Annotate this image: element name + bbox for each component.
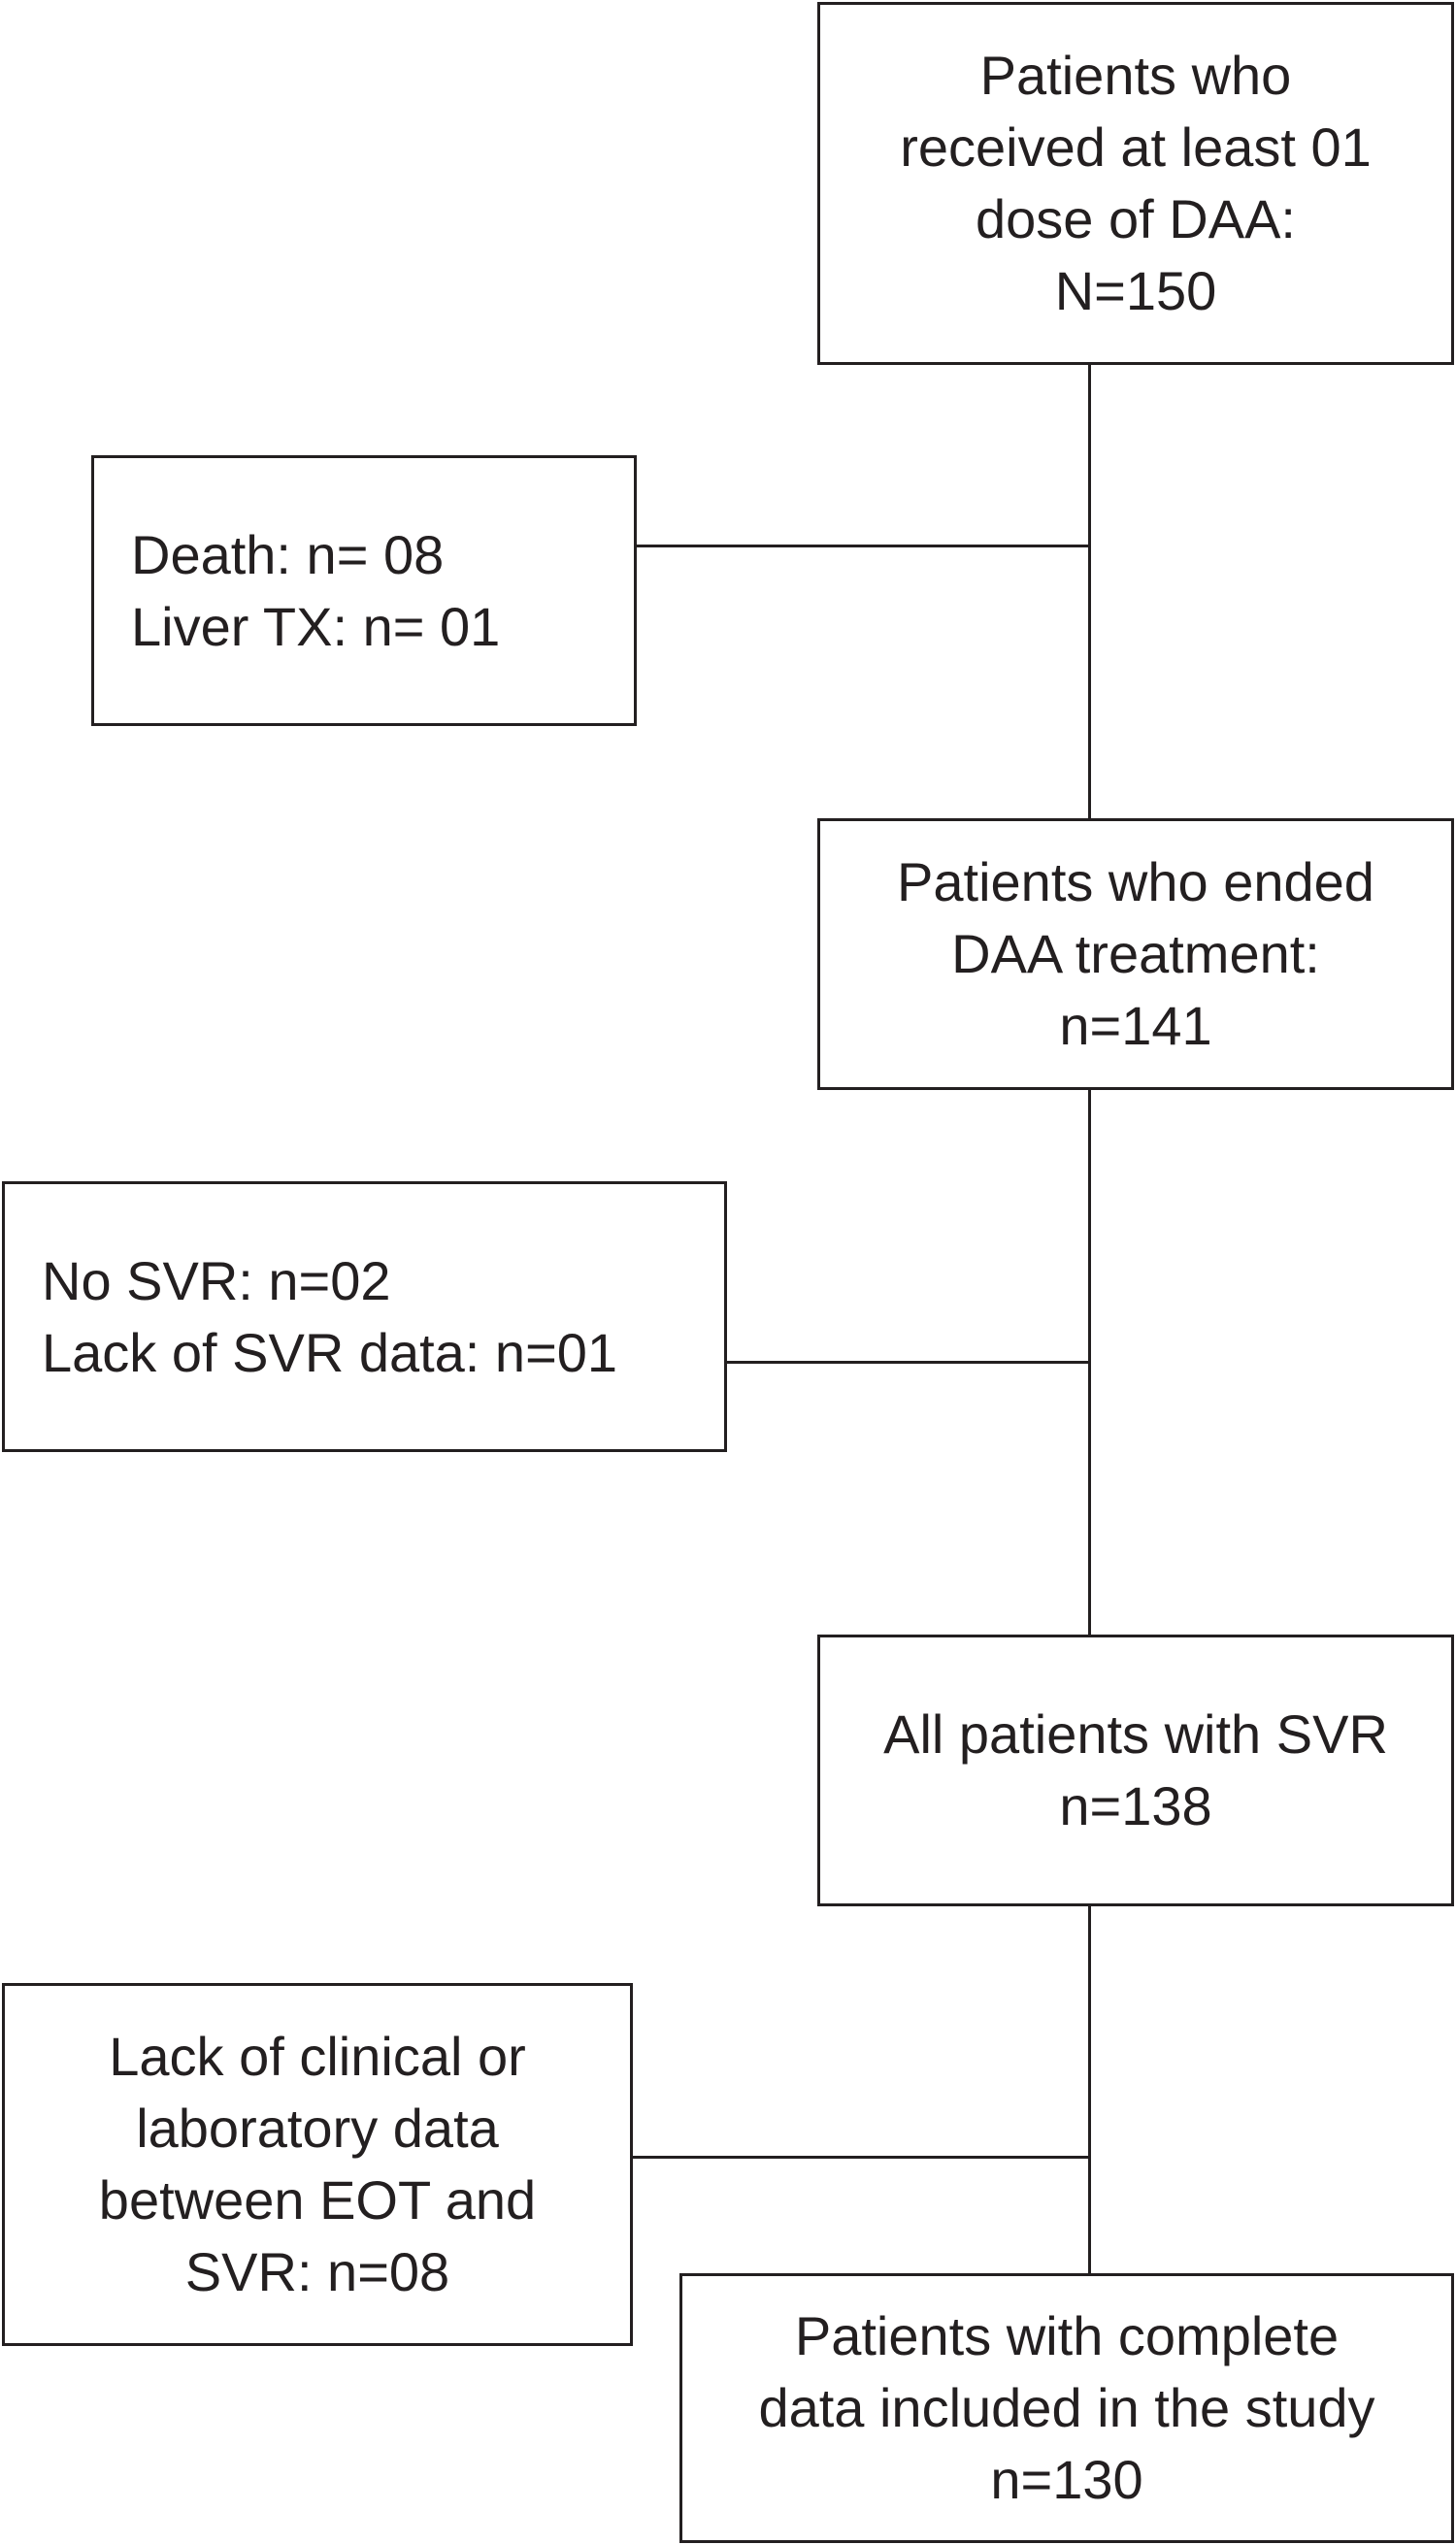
box-text-line: received at least 01 [900, 116, 1372, 178]
box-text-line: SVR: n=08 [184, 2241, 450, 2302]
box-text-line: DAA treatment: [951, 923, 1320, 984]
box-text-line: Death: n= 08 [131, 523, 445, 585]
exclusion-box-no-svr: No SVR: n=02 Lack of SVR data: n=01 [2, 1181, 727, 1452]
box-text-line: data included in the study [758, 2377, 1375, 2438]
enrolled-patients-box: Patients who received at least 01 dose o… [817, 2, 1454, 365]
box-text-line: Patients who ended [897, 851, 1374, 912]
box-text-line: Patients who [979, 45, 1292, 106]
connector-enrolled-to-ended [1088, 365, 1091, 818]
box-text-line: dose of DAA: [976, 188, 1296, 249]
box-text-line: Lack of SVR data: n=01 [42, 1321, 618, 1383]
box-text-line: No SVR: n=02 [42, 1249, 391, 1311]
svr-patients-box: All patients with SVR n=138 [817, 1635, 1454, 1906]
box-text-line: laboratory data [136, 2098, 499, 2159]
connector-exclusion-2 [727, 1361, 1091, 1364]
connector-exclusion-1 [637, 545, 1091, 547]
box-text-line: All patients with SVR [883, 1703, 1388, 1765]
box-text-line: N=150 [1054, 260, 1217, 321]
box-text-line: Patients with complete [794, 2305, 1340, 2366]
exclusion-box-missing-data: Lack of clinical or laboratory data betw… [2, 1983, 633, 2346]
connector-exclusion-3 [633, 2156, 1091, 2159]
box-text-line: n=130 [990, 2449, 1143, 2510]
exclusion-box-death-transplant: Death: n= 08 Liver TX: n= 01 [91, 455, 637, 726]
box-text-line: n=141 [1059, 995, 1212, 1056]
included-patients-box: Patients with complete data included in … [679, 2273, 1454, 2543]
box-text-line: between EOT and [98, 2169, 537, 2231]
box-text-line: Liver TX: n= 01 [131, 595, 501, 657]
ended-treatment-box: Patients who ended DAA treatment: n=141 [817, 818, 1454, 1090]
box-text-line: Lack of clinical or [109, 2026, 526, 2087]
box-text-line: n=138 [1059, 1775, 1212, 1836]
connector-svr-to-included [1088, 1906, 1091, 2273]
